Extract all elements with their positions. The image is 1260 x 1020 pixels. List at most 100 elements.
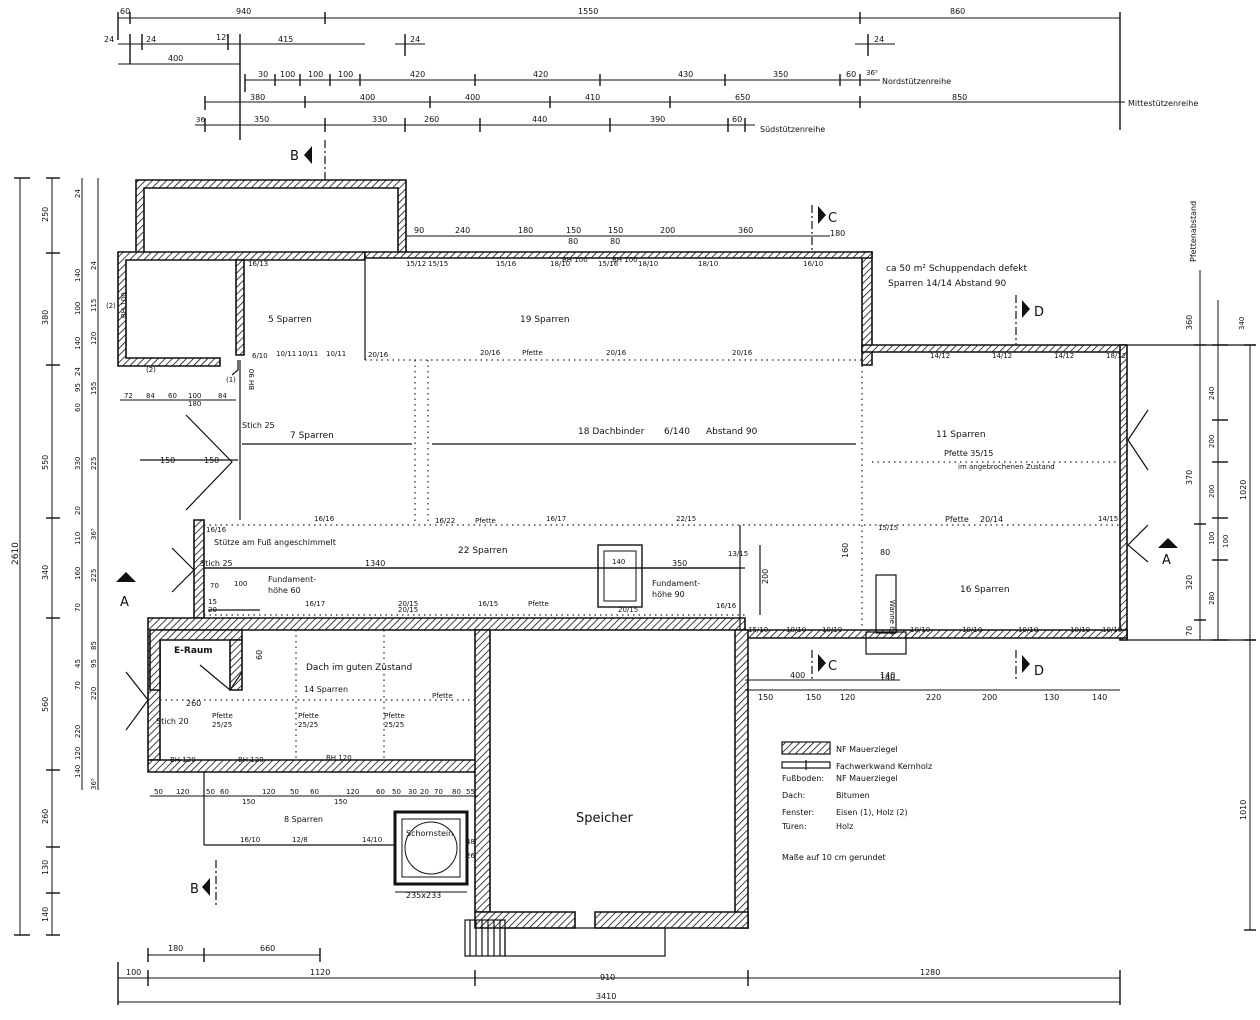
top-dim: 350 (773, 70, 788, 79)
sw-lower-dim: 55 (466, 788, 475, 796)
room-label: 19 Sparren (520, 315, 570, 325)
chimney-side-dim: 48 (466, 838, 475, 846)
room-label-eraum: E-Raum (174, 646, 213, 656)
east-bottom-dim: 140 (880, 671, 895, 680)
top-dim: 420 (410, 70, 425, 79)
bottom-dim: 910 (600, 973, 615, 982)
top-dim: 380 (250, 93, 265, 102)
small-label: 10/11 (326, 350, 346, 358)
north-dim: 150 (566, 226, 581, 235)
room-label: 11 Sparren (936, 430, 986, 440)
left-dim: 340 (41, 565, 50, 580)
legend: NF Mauerziegel Fachwerkwand Kernholz Fuß… (781, 745, 932, 862)
rafter-label: 10/10 (910, 626, 930, 634)
window-label: BH 120 (238, 756, 264, 764)
purlin-label: 16/16 (716, 602, 737, 610)
left-dimensions: 2610 250 380 550 340 560 260 130 140 24 … (11, 177, 99, 936)
foundation-note: Fundament- (268, 575, 316, 584)
top-dimensions: 60 940 1550 860 24 24 12⁵ 415 24 24 400 … (104, 7, 1198, 140)
purlin-label: Pfette (212, 712, 233, 720)
left-dim: 260 (41, 809, 50, 824)
sw-lower-dim: 150 (334, 798, 347, 806)
rafter-label: 15/16 (598, 260, 619, 268)
purlin-label: 16/17 (546, 515, 566, 523)
roof-note: Dach im guten Zustand (306, 663, 412, 673)
section-b-top: B (290, 149, 299, 164)
left-inner-dim: 220 (74, 725, 82, 738)
left-inner-dim: 70 (74, 603, 82, 612)
top-dim: 100 (338, 70, 353, 79)
left-dim: 380 (41, 310, 50, 325)
room-label: 16 Sparren (960, 585, 1010, 595)
middle-labels: 72 84 60 100 84 180 Stich 25 7 Sparren 1… (120, 392, 1118, 614)
purlin-label: 20/15 (398, 600, 418, 608)
north-dim: 200 (660, 226, 675, 235)
east-bottom-dim: 150 (758, 693, 773, 702)
purlin-label: Pfette (384, 712, 405, 720)
left-dim: 130 (41, 860, 50, 875)
southwest-labels: E-Raum Dach im guten Zustand 14 Sparren … (150, 646, 478, 900)
small-label: 20/15 (398, 606, 418, 614)
north-dim: 90 (414, 226, 424, 235)
north-dim: 180 (830, 229, 845, 238)
east-bottom-dim: 140 (1092, 693, 1107, 702)
rafter-label: BH 100 (562, 256, 588, 264)
legend-value: Bitumen (836, 791, 870, 800)
room-label: 5 Sparren (268, 315, 312, 325)
rafter-label: 10/10 (1018, 626, 1038, 634)
left-dim: 560 (41, 697, 50, 712)
left-inner-dim: 70 (74, 681, 82, 690)
left-inner-dim: 140 (74, 269, 82, 282)
sw-lower-dim: 150 (242, 798, 255, 806)
sw-dim: 60 (255, 650, 264, 660)
foundation-note: Fundament- (652, 579, 700, 588)
room-label: 22 Sparren (458, 546, 508, 556)
small-label: 13/15 (728, 550, 748, 558)
sw-lower-dim: 60 (220, 788, 229, 796)
top-dim: 24 (146, 35, 156, 44)
legend-value: Fachwerkwand Kernholz (836, 762, 932, 771)
purlin-note: im angebrochenen Zustand (958, 463, 1055, 471)
left-dim: 550 (41, 455, 50, 470)
left-inner-dim: 20 (74, 506, 82, 515)
small-label: BH 100 (120, 292, 128, 318)
purlin-spacing-label: Pfettenabstand (1189, 201, 1198, 262)
purlin-label: 16/15 (478, 600, 498, 608)
purlin-label: 25/25 (384, 721, 404, 729)
sw-lower-dim: 30 (408, 788, 417, 796)
east-bottom-dim: 150 (806, 693, 821, 702)
purlin-label: Pfette (522, 349, 543, 357)
purlin-label: 14/15 (1098, 515, 1118, 523)
chimney-label: Schornstein (406, 829, 453, 838)
mid-dim: 60 (168, 392, 177, 400)
rafter-label: 18/10 (698, 260, 718, 268)
top-dim: 36⁵ (866, 69, 878, 77)
top-dim: 260 (424, 115, 439, 124)
left-inner-dim: 24 (74, 367, 82, 376)
mid-dim: 84 (218, 392, 227, 400)
legend-value: NF Mauerziegel (836, 745, 898, 754)
chimney-side-dim: 26 (466, 852, 475, 860)
storage-room-label: Speicher (576, 811, 633, 826)
left-inner2-dim: 36⁵ (90, 528, 98, 540)
purlin-label: Pfette (298, 712, 319, 720)
small-label: (2) (146, 366, 156, 374)
rafter-label: 18/10 (638, 260, 658, 268)
right-total: 1010 (1239, 800, 1248, 820)
top-dim: 415 (278, 35, 293, 44)
bottom-total: 3410 (596, 992, 616, 1001)
sw-lower-dim: 50 (206, 788, 215, 796)
right-dim: 70 (1185, 626, 1194, 636)
right-dim-b: 100 (1222, 535, 1230, 548)
purlin-label: 25/25 (298, 721, 318, 729)
rafter-label: 14/12 (930, 352, 950, 360)
left-inner2-dim: 120 (90, 332, 98, 345)
south-corridor-labels: Stütze am Fuß angeschimmelt 22 Sparren S… (200, 526, 748, 614)
rafter-label: 10/10 (1102, 626, 1122, 634)
wanne-label: Wanne 60 (888, 600, 896, 635)
chimney-dim: 235x233 (406, 891, 441, 900)
east-dim: 15/15 (878, 524, 898, 532)
right-dim-b: 280 (1208, 592, 1216, 605)
purlin-label: Pfette (432, 692, 453, 700)
stich-label: Stich 20 (156, 717, 189, 726)
